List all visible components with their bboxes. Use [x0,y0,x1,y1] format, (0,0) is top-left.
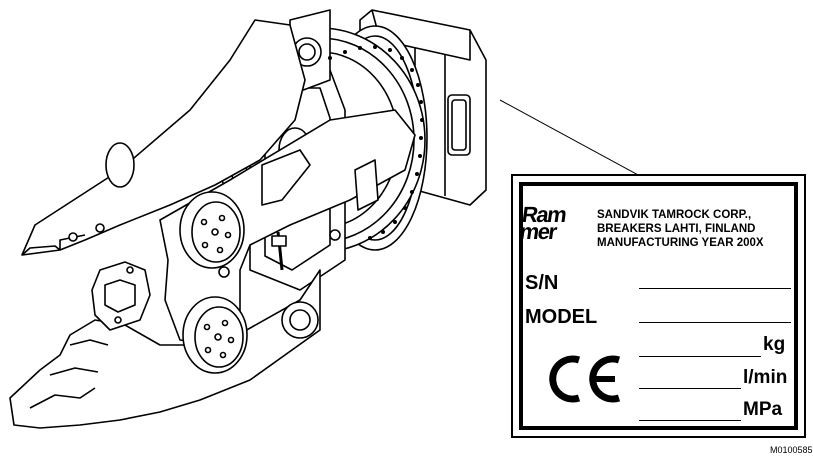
sn-label: S/N [525,272,559,294]
ce-mark-icon [549,355,621,403]
sn-line [639,288,791,289]
lower-pivot-disk [182,296,248,374]
drawing-code: M0100585 [770,445,813,455]
unit-flow: l/min [743,367,788,388]
company-line-2: BREAKERS LAHTI, FINLAND [597,223,756,235]
pressure-line [639,420,741,421]
crusher-teeth [91,261,151,331]
side-bolt [105,142,135,188]
lower-jaw [9,269,321,429]
plate-inner-border [519,182,798,430]
company-line-1: SANDVIK TAMROCK CORP., [597,209,752,221]
unit-weight: kg [763,334,786,355]
company-line-3: MANUFACTURING YEAR 200X [597,237,764,249]
unit-pressure: MPa [743,399,783,420]
rammer-logo: Ram mer [518,202,576,244]
leader-line [499,99,641,177]
company-info: SANDVIK TAMROCK CORP., BREAKERS LAHTI, F… [597,208,797,250]
weight-line [639,356,761,357]
side-plate [159,109,416,346]
hydraulic-hose [218,229,341,278]
logo-line-2: mer [518,219,558,244]
model-line [639,322,791,323]
upper-pivot-disk [179,191,245,269]
flow-line [639,388,741,389]
ring-bolts [328,45,424,240]
upper-jaw [21,19,306,256]
model-label: MODEL [525,306,598,328]
ce-type-plate: Ram mer SANDVIK TAMROCK CORP., BREAKERS … [511,174,806,438]
